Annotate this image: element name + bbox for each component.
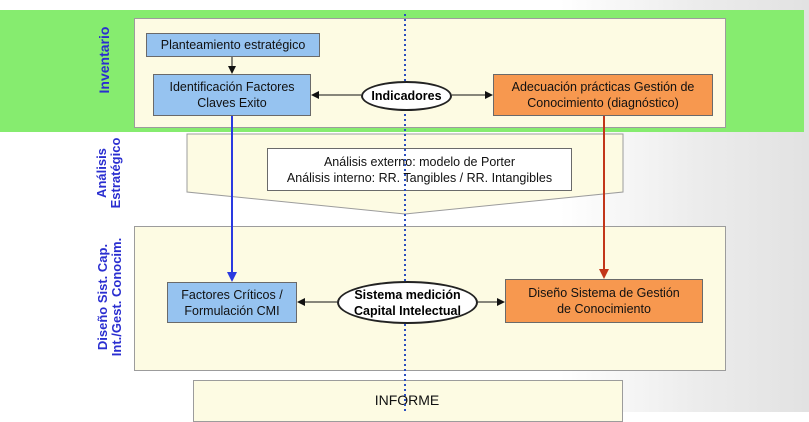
box-planteamiento-estrategico: Planteamiento estratégico: [146, 33, 320, 57]
box-diseno-sistema: Diseño Sistema de Gestión de Conocimient…: [505, 279, 703, 323]
diagram-connectors: [227, 14, 609, 412]
box-analisis-porter: Análisis externo: modelo de Porter Análi…: [267, 148, 572, 191]
box-informe: INFORME: [374, 391, 440, 408]
box-factores-criticos: Factores Críticos / Formulación CMI: [167, 282, 297, 323]
box-adecuacion-practicas: Adecuación prácticas Gestión de Conocimi…: [493, 74, 713, 116]
box-identificacion-factores: Identificación Factores Claves Exito: [153, 74, 311, 116]
oval-sistema-medicion: Sistema medición Capital Intelectual: [337, 281, 478, 324]
oval-indicadores: Indicadores: [361, 81, 452, 111]
